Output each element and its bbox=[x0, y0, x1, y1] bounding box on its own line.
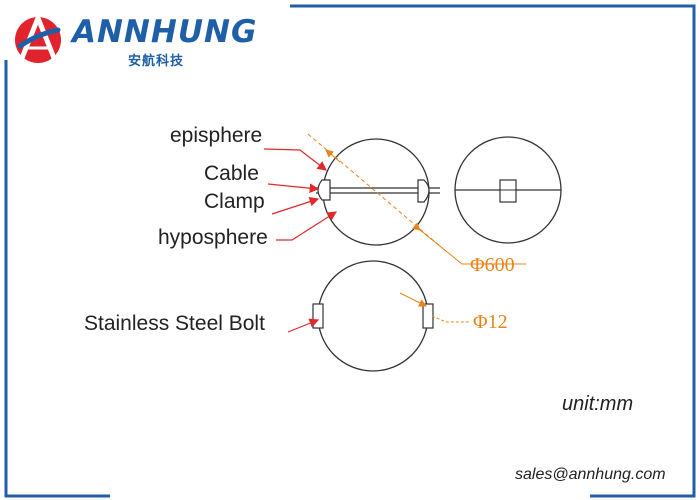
dimension-bolt-diameter: Φ12 bbox=[473, 311, 508, 333]
sphere-front-view bbox=[322, 138, 430, 246]
label-stainless-steel-bolt: Stainless Steel Bolt bbox=[84, 312, 265, 335]
unit-label: unit:mm bbox=[562, 393, 634, 415]
leader-hyposphere bbox=[276, 211, 338, 241]
label-hyposphere: hyposphere bbox=[158, 226, 268, 249]
brand-name[interactable]: ANNHUNG bbox=[72, 14, 258, 50]
bolt-right bbox=[422, 303, 434, 329]
contact-email[interactable]: sales@annhung.com bbox=[515, 466, 666, 483]
dimension-leader-bolt-b bbox=[431, 315, 470, 323]
label-cable: Cable bbox=[204, 162, 259, 185]
clamp-right bbox=[417, 179, 430, 203]
clamp-side bbox=[499, 179, 517, 203]
label-episphere: episphere bbox=[170, 124, 263, 147]
brand-name-chinese: 安航科技 bbox=[128, 54, 185, 69]
bolt-left bbox=[312, 303, 324, 329]
dimension-arrow-outer-top bbox=[325, 149, 341, 163]
frame-border-bottom-left bbox=[4, 60, 110, 498]
dimension-leader-outer bbox=[412, 222, 526, 265]
leader-bolt bbox=[287, 318, 320, 333]
frame-border-top-right bbox=[290, 4, 696, 498]
dimension-outer-diameter: Φ600 bbox=[470, 254, 515, 276]
leader-cable bbox=[267, 183, 320, 193]
dimension-leader-bolt-a bbox=[399, 292, 427, 307]
clamp-left bbox=[317, 179, 331, 201]
leader-episphere bbox=[263, 148, 327, 171]
sphere-bottom-view bbox=[317, 260, 429, 372]
leader-clamp bbox=[271, 197, 320, 215]
logo-icon bbox=[15, 15, 61, 63]
label-clamp: Clamp bbox=[204, 190, 265, 213]
